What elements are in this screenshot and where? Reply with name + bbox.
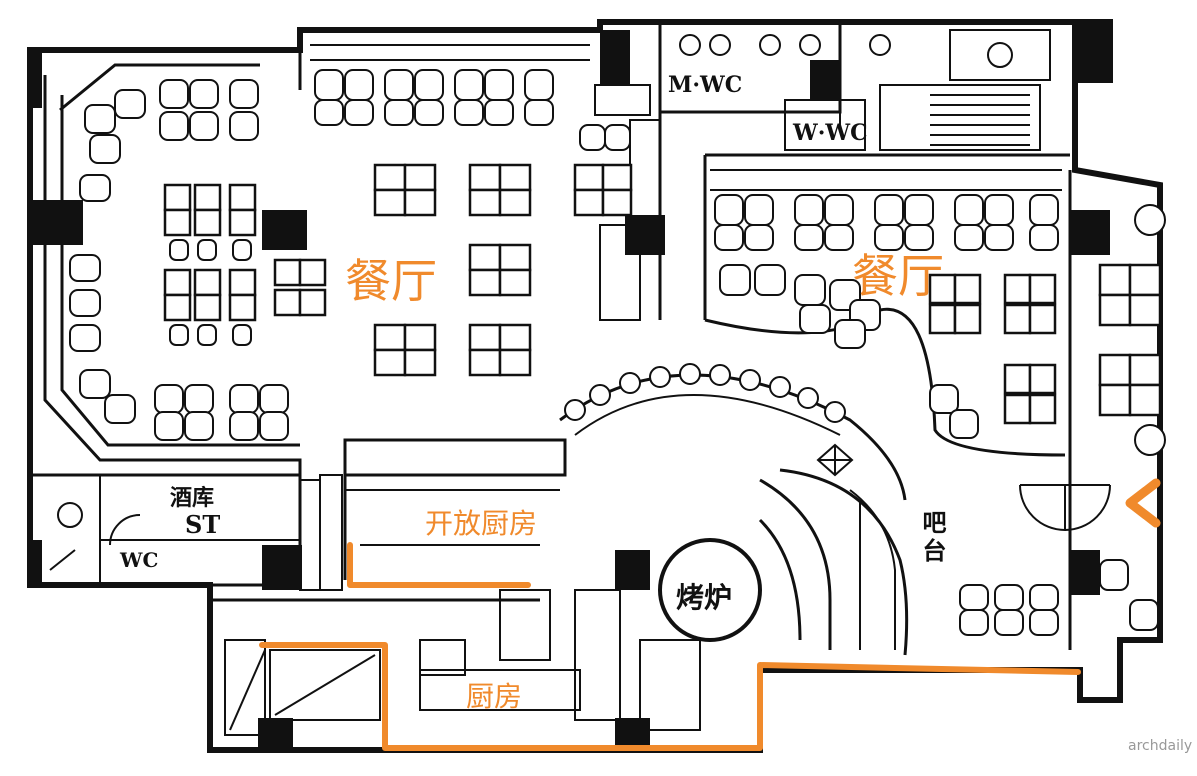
mens-wc-label: M·WC [668, 72, 743, 98]
entrance-door [1019, 484, 1111, 532]
right-dining-curves [559, 307, 1066, 656]
kitchen-highlight [259, 542, 1081, 751]
service-block [28, 473, 302, 587]
arrow-left-icon [1118, 478, 1163, 528]
left-dining-walls [43, 30, 590, 480]
dining-left-label: 餐厅 [345, 254, 437, 308]
wine-cellar-label: 酒库 [170, 485, 215, 511]
dining-right-label: 餐厅 [852, 249, 944, 303]
oven [658, 538, 762, 642]
storage-label: ST [185, 510, 221, 539]
wc-small-label: WC [120, 548, 159, 572]
toilets-and-stairs [658, 20, 1051, 151]
bar-marker [816, 443, 854, 477]
womens-wc-label: W·WC [793, 120, 868, 146]
open-kitchen-label: 开放厨房 [425, 507, 538, 540]
right-dining-tables [564, 194, 1166, 636]
left-dining-tables [69, 69, 633, 441]
bar-label: 吧台 [918, 510, 947, 566]
kitchen-outlines [210, 438, 701, 736]
watermark: archdaily [1128, 738, 1193, 754]
oven-label: 烤炉 [676, 581, 733, 614]
kitchen-label: 厨房 [466, 680, 523, 713]
